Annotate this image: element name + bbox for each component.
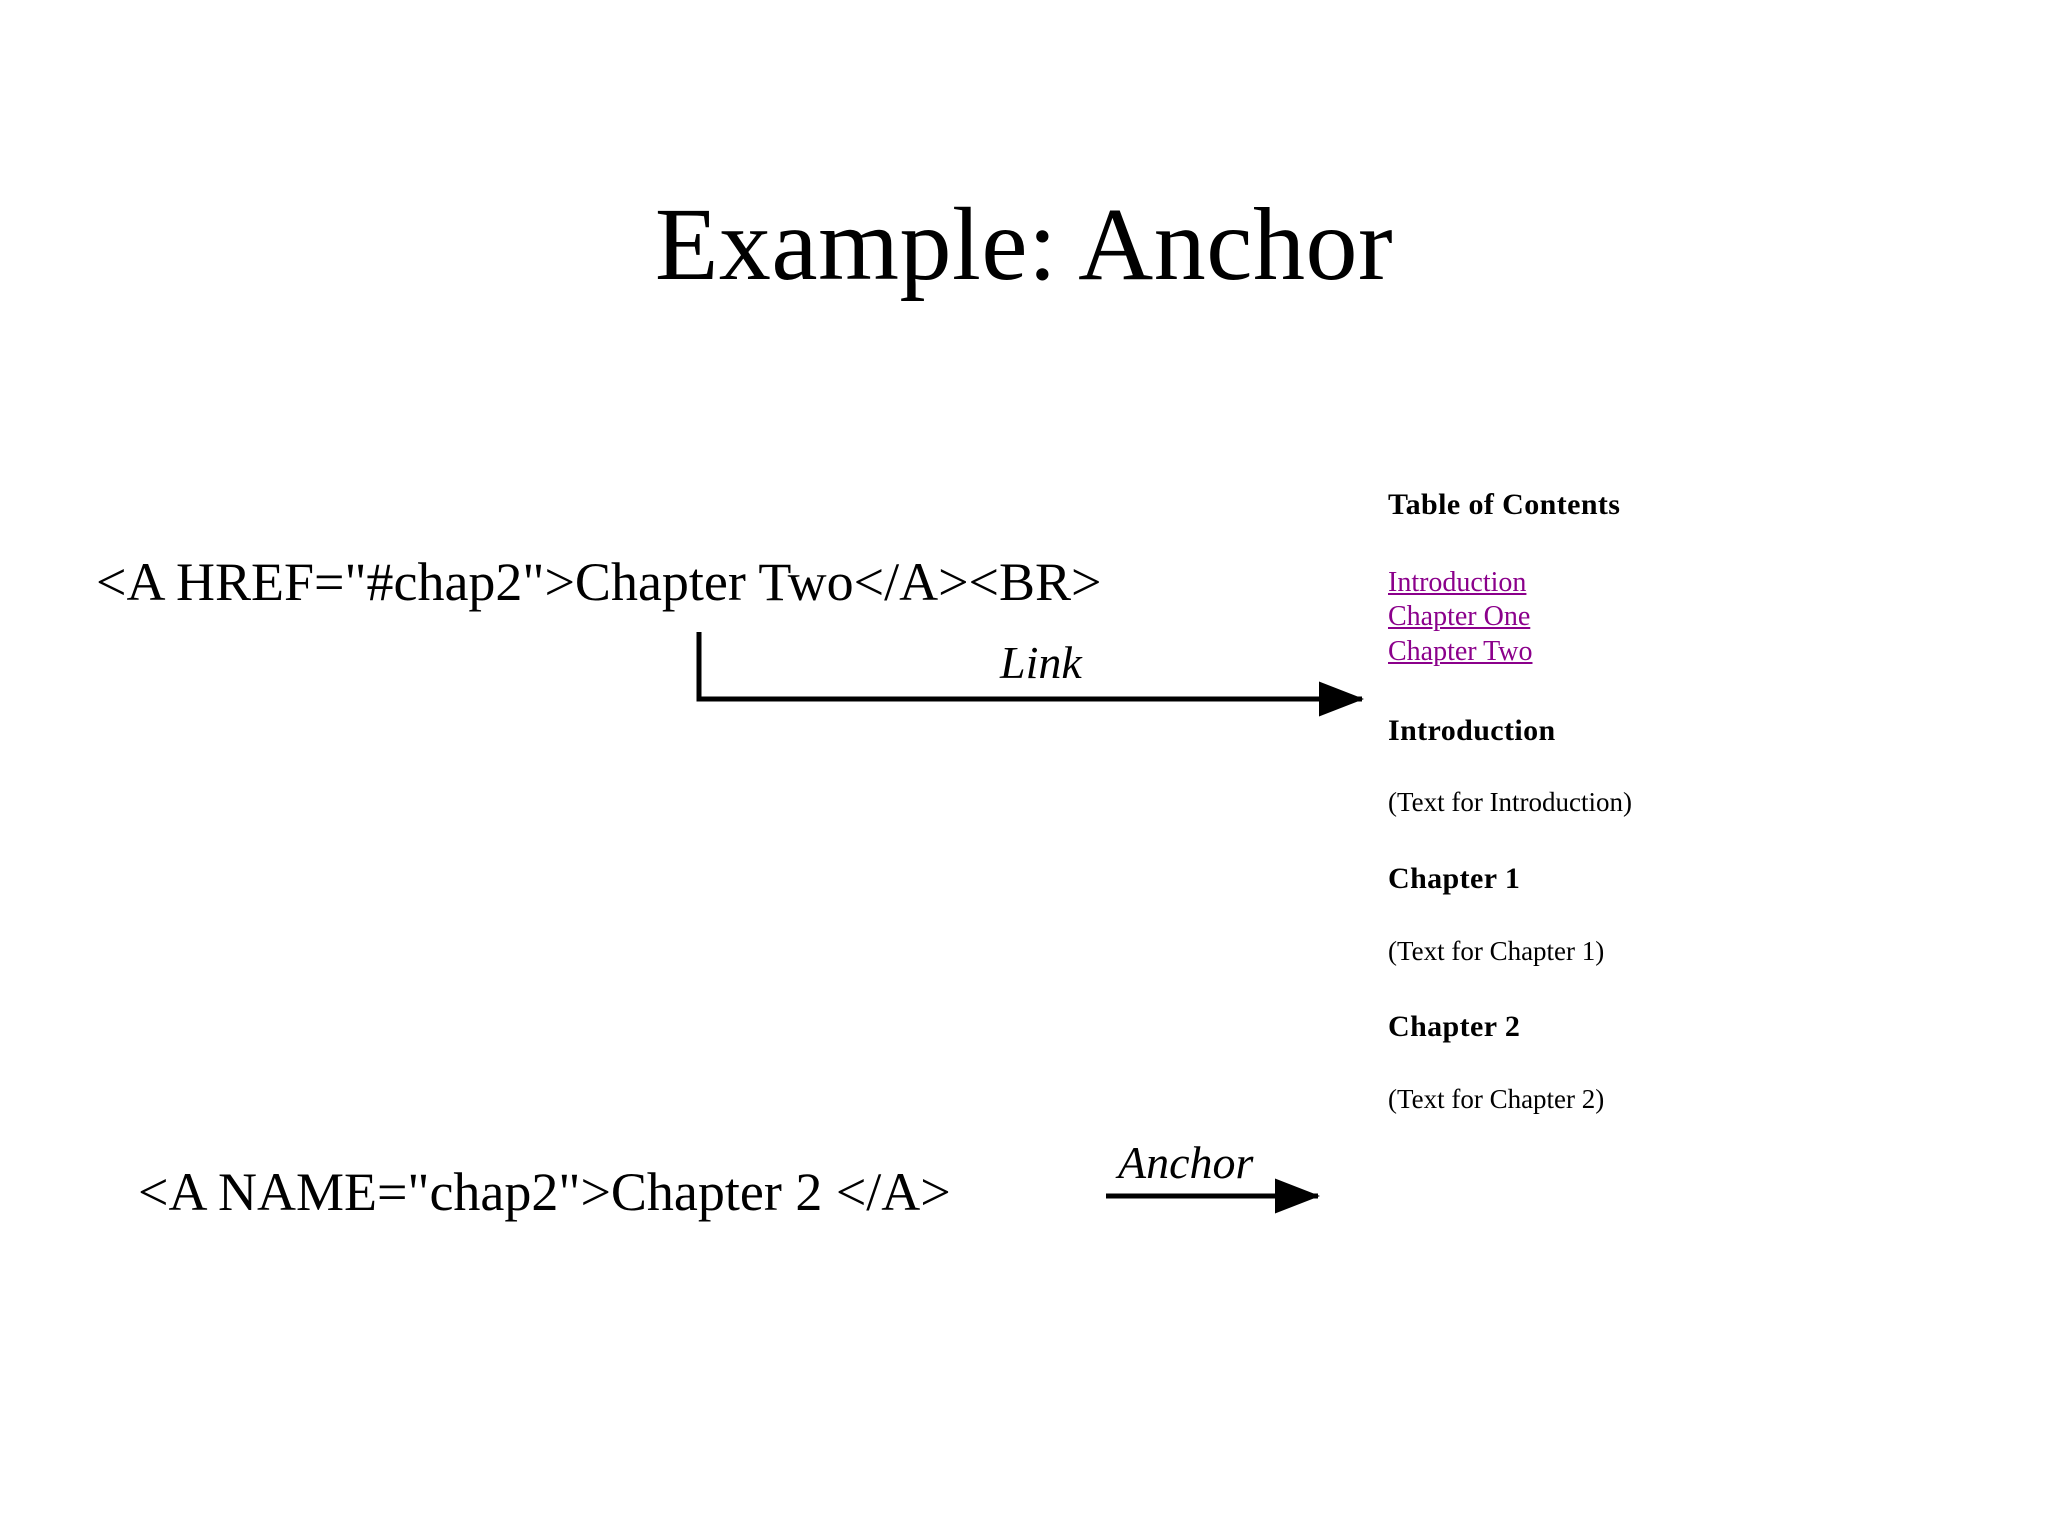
code-line-href: <A HREF="#chap2">Chapter Two</A><BR> [96,552,1102,612]
spacer [1388,966,1768,1010]
browser-preview-panel: Table of Contents Introduction Chapter O… [1388,488,1768,1115]
code-line-name: <A NAME="chap2">Chapter 2 </A> [138,1162,951,1222]
section-body-chapter-2: (Text for Chapter 2) [1388,1084,1605,1115]
spacer [1388,522,1768,566]
toc-link-chapter-one[interactable]: Chapter One [1388,601,1531,633]
section-body-chapter-1: (Text for Chapter 1) [1388,935,1605,966]
toc-heading: Table of Contents [1388,488,1621,521]
list-item: Chapter One [1388,600,1768,635]
section-heading-chapter-1: Chapter 1 [1388,862,1521,896]
toc-link-chapter-two[interactable]: Chapter Two [1388,636,1533,668]
list-item: Chapter Two [1388,635,1768,670]
section-heading-introduction: Introduction [1388,713,1556,747]
page-title: Example: Anchor [654,187,1394,302]
section-body-introduction: (Text for Introduction) [1388,787,1633,818]
toc-link-introduction[interactable]: Introduction [1388,566,1527,598]
annotation-label-anchor: Anchor [1118,1137,1254,1188]
spacer [1388,818,1768,862]
spacer [1388,896,1768,936]
section-heading-chapter-2: Chapter 2 [1388,1010,1521,1044]
spacer [1388,1044,1768,1084]
list-item: Introduction [1388,566,1768,601]
toc-link-list: Introduction Chapter One Chapter Two [1388,566,1768,670]
spacer [1388,670,1768,714]
annotation-label-link: Link [1000,637,1082,688]
spacer [1388,747,1768,787]
